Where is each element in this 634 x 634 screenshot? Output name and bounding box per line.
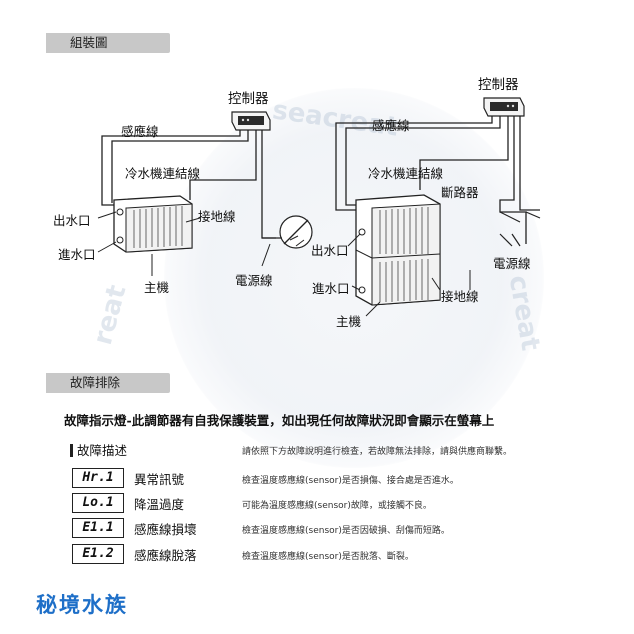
label-main-unit: 主機 [144,280,170,295]
label-ground-line: 接地線 [441,289,479,304]
header-label: 故障描述 [77,443,128,458]
label-sensor-line: 感應線 [372,118,410,133]
watermark-seal [164,88,544,468]
header-bar [70,444,73,457]
label-controller: 控制器 [478,77,519,93]
label-sensor-line: 感應線 [121,124,159,139]
error-desc: 檢查溫度感應線(sensor)是否因破損、刮傷而短路。 [242,526,450,536]
section-title: 故障排除 [70,375,121,390]
controller-icon [483,97,525,117]
section-title: 組裝圖 [70,35,108,50]
table-header-right: 請依照下方故障說明進行檢查，若故障無法排除，請與供應商聯繫。 [242,447,513,457]
plug-icon [279,215,313,249]
controller-icon [231,111,271,131]
label-breaker: 斷路器 [441,185,479,200]
error-desc: 檢查溫度感應線(sensor)是否脫落、斷裂。 [242,552,414,562]
label-power-line: 電源線 [493,256,531,271]
main-unit-icon [113,195,193,253]
label-outlet: 出水口 [311,243,349,258]
label-outlet: 出水口 [53,213,91,228]
main-unit-icon [355,194,441,306]
error-code: Hr.1 [72,468,124,488]
table-header-left: 故障描述 [70,440,127,459]
error-name: 降溫過度 [134,497,185,512]
error-code: Lo.1 [72,493,124,513]
error-code: E1.1 [72,518,124,538]
error-name: 感應線損壞 [134,522,197,537]
section-tab-troubleshooting: 故障排除 [46,373,170,393]
error-desc: 可能為溫度感應線(sensor)故障，或接觸不良。 [242,501,432,511]
label-power-line: 電源線 [235,273,273,288]
error-name: 感應線脫落 [134,548,197,563]
brand-name: 秘境水族 [36,593,128,617]
label-chiller-line: 冷水機連結線 [125,166,201,181]
label-controller: 控制器 [228,91,269,107]
section-tab-assembly: 組裝圖 [46,33,170,53]
troubleshooting-intro: 故障指示燈-此調節器有自我保護裝置，如出現任何故障狀況即會顯示在螢幕上 [64,413,495,428]
error-desc: 檢查溫度感應線(sensor)是否損傷、接合處是否進水。 [242,476,459,486]
error-name: 異常訊號 [134,472,185,487]
error-code: E1.2 [72,544,124,564]
label-main-unit: 主機 [336,314,362,329]
label-inlet: 進水口 [312,281,350,296]
label-chiller-line: 冷水機連結線 [368,166,444,181]
label-inlet: 進水口 [58,247,96,262]
label-ground-line: 接地線 [198,209,236,224]
